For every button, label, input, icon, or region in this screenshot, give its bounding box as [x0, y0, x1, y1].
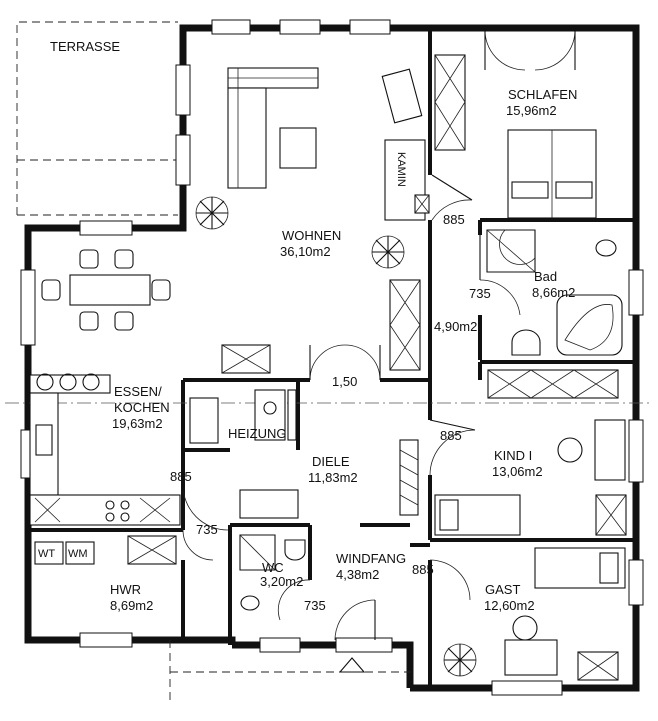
dining-table [69, 274, 151, 306]
room-bad-name: Bad [534, 269, 557, 284]
entrance-arrow-icon [338, 657, 366, 673]
room-kind-area: 13,06m2 [492, 464, 543, 479]
washbasin-wt [34, 541, 64, 565]
coffee-table [279, 127, 317, 169]
room-wc-name: WC [262, 560, 284, 575]
door-dimension-labels: 885 735 1,50 885 885 735 735 885 [170, 212, 491, 613]
door-width-bad: 735 [469, 286, 491, 301]
room-gast-name: GAST [485, 582, 520, 597]
plant-icon [195, 196, 229, 230]
door-width-gast: 885 [412, 562, 434, 577]
armchair [381, 68, 423, 124]
door-width-hwr: 735 [196, 522, 218, 537]
room-diele-area: 11,83m2 [308, 470, 358, 485]
room-hwr-name: HWR [110, 582, 141, 597]
door-width-kind: 885 [440, 428, 462, 443]
toilet-icon [240, 595, 260, 611]
wt-label: WT [38, 548, 55, 560]
room-wohnen-name: WOHNEN [282, 228, 341, 243]
desk [594, 419, 626, 481]
room-essen-area: 19,63m2 [112, 416, 163, 431]
doors [182, 27, 576, 641]
room-labels: WOHNEN 36,10m2 SCHLAFEN 15,96m2 Bad 8,66… [110, 87, 577, 613]
room-wc-area: 3,20m2 [260, 574, 303, 589]
corridor-area: 4,90m2 [434, 319, 477, 334]
room-kind-name: KIND I [494, 448, 532, 463]
washing-machine-wm [65, 541, 95, 565]
room-schlafen-name: SCHLAFEN [508, 87, 577, 102]
plant-icon [443, 643, 477, 677]
room-diele-name: DIELE [312, 454, 350, 469]
room-windfang-name: WINDFANG [336, 551, 406, 566]
room-wohnen-area: 36,10m2 [280, 244, 331, 259]
room-heizung-name: HEIZUNG [228, 426, 287, 441]
terrace: TERRASSE [16, 21, 178, 216]
sink-icon [511, 329, 541, 356]
sofa [227, 67, 319, 189]
room-windfang-area: 4,38m2 [336, 567, 379, 582]
terrace-label: TERRASSE [50, 39, 120, 54]
room-gast-area: 12,60m2 [484, 598, 535, 613]
kamin-label: KAMIN [395, 152, 407, 187]
door-width-schlafen: 885 [443, 212, 465, 227]
plant-icon [371, 235, 405, 269]
toilet-icon [595, 239, 617, 257]
double-bed [507, 129, 597, 219]
room-essen-name-1: ESSEN/ [114, 384, 162, 399]
door-width-kitchen: 885 [170, 469, 192, 484]
room-bad-area: 8,66m2 [532, 285, 575, 300]
furniture: KAMIN [29, 54, 627, 681]
room-schlafen-area: 15,96m2 [506, 103, 557, 118]
wm-label: WM [68, 548, 88, 560]
room-essen-name-2: KOCHEN [114, 400, 170, 415]
door-width-wohnen: 1,50 [332, 374, 357, 389]
door-width-wc: 735 [304, 598, 326, 613]
room-hwr-area: 8,69m2 [110, 598, 153, 613]
